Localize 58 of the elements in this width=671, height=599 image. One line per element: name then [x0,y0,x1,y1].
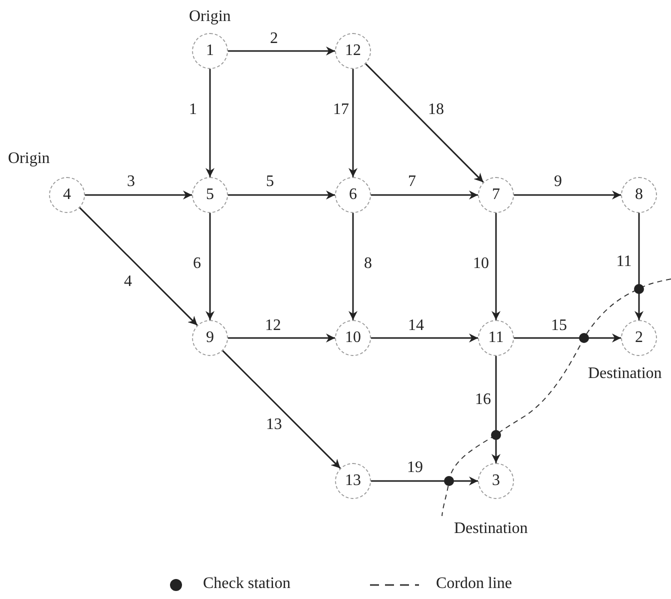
node-number: 6 [348,186,358,204]
arrow [514,334,621,342]
edge-label: 5 [266,173,274,191]
arrow [371,190,478,200]
node-number: 1 [205,42,215,60]
arrow [222,350,341,469]
legend-text: Cordon line [436,575,512,593]
arrow [206,213,214,320]
arrow [85,190,192,200]
edge-label: 11 [616,253,632,271]
edge-label: 4 [124,273,132,291]
node-caption: Origin [8,150,50,168]
node-number: 7 [491,186,501,204]
edge-label: 15 [551,317,567,335]
edge-label: 1 [189,101,197,119]
edge-label: 8 [364,255,372,273]
arrow [228,46,335,56]
edge-label: 14 [408,317,424,335]
node-number: 4 [62,186,72,204]
node-caption: Destination [588,365,662,383]
edge-label: 3 [127,173,135,191]
node-number: 3 [491,472,501,490]
edge-label: 10 [473,255,489,273]
node-number: 5 [205,186,215,204]
legend-text: Check station [203,575,291,593]
arrow [371,334,478,342]
edge-label: 17 [333,101,349,119]
arrow [228,190,335,200]
node-number: 9 [205,329,215,347]
arrow [634,213,644,320]
edge-label: 2 [270,30,278,48]
arrow [514,190,621,200]
node-number: 13 [344,472,362,490]
arrow [371,476,478,486]
node-number: 12 [344,42,362,60]
node-caption: Origin [189,8,231,26]
node-number: 8 [634,186,644,204]
edge-label: 6 [193,255,201,273]
edge-label: 12 [265,317,281,335]
edge-label: 19 [407,459,423,477]
arrow [492,356,500,463]
edge-label: 9 [554,173,562,191]
arrow [348,69,358,177]
arrow [206,69,214,177]
edge-label: 13 [266,416,282,434]
edge-label: 16 [475,391,491,409]
node-number: 2 [634,329,644,347]
arrow [365,63,484,183]
arrow [228,334,335,342]
node-caption: Destination [454,520,528,538]
edge-label: 18 [428,101,444,119]
node-number: 11 [487,329,505,347]
arrow [79,207,198,326]
edge-label: 7 [408,173,416,191]
node-circle [192,320,228,356]
arrow [492,213,500,320]
arrow [348,213,358,320]
node-number: 10 [344,329,362,347]
